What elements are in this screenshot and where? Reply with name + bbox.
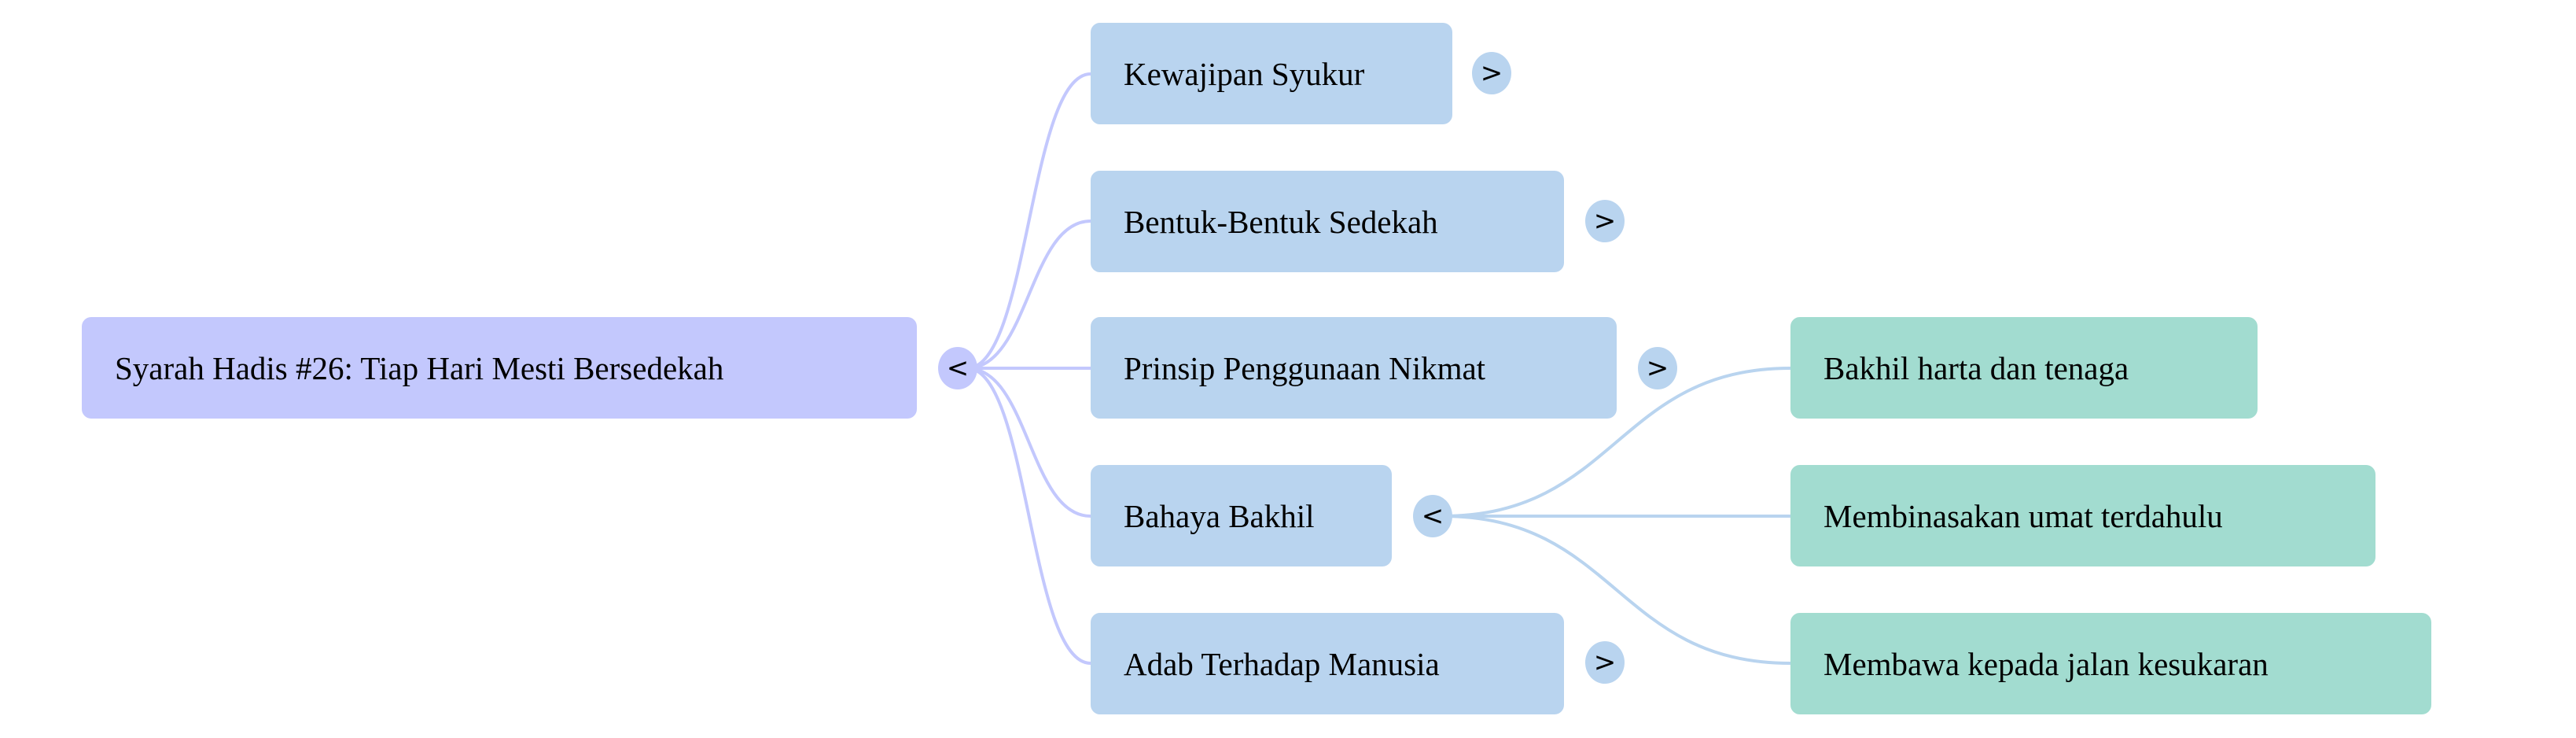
node-label: Bahaya Bakhil xyxy=(1124,497,1315,534)
bahaya-link-0 xyxy=(1441,367,1791,518)
root-collapse-toggle[interactable]: < xyxy=(938,347,977,389)
node-label: Adab Terhadap Manusia xyxy=(1124,645,1440,682)
node-label: Membinasakan umat terdahulu xyxy=(1823,497,2223,534)
root-node-label: Syarah Hadis #26: Tiap Hari Mesti Bersed… xyxy=(115,349,724,386)
node-membawa-kepada-jalan-kesukaran[interactable]: Membawa kepada jalan kesukaran xyxy=(1790,613,2431,714)
node-label: Bakhil harta dan tenaga xyxy=(1823,349,2129,386)
expand-toggle-kewajipan-syukur[interactable]: > xyxy=(1472,52,1511,94)
node-label: Bentuk-Bentuk Sedekah xyxy=(1124,203,1438,240)
node-prinsip-penggunaan-nikmat[interactable]: Prinsip Penggunaan Nikmat xyxy=(1091,317,1617,419)
root-link-3 xyxy=(966,367,1091,518)
node-kewajipan-syukur[interactable]: Kewajipan Syukur xyxy=(1091,23,1452,124)
expand-toggle-adab-terhadap-manusia[interactable]: > xyxy=(1585,641,1625,684)
root-links xyxy=(966,72,1091,665)
node-bakhil-harta-dan-tenaga[interactable]: Bakhil harta dan tenaga xyxy=(1790,317,2258,419)
root-link-0 xyxy=(966,72,1091,370)
collapse-toggle-bahaya-bakhil[interactable]: < xyxy=(1413,495,1452,537)
bahaya-link-2 xyxy=(1441,515,1791,665)
root-link-4 xyxy=(966,367,1091,665)
node-label: Membawa kepada jalan kesukaran xyxy=(1823,645,2269,682)
node-adab-terhadap-manusia[interactable]: Adab Terhadap Manusia xyxy=(1091,613,1564,714)
bahaya-bakhil-links xyxy=(1441,367,1791,665)
expand-toggle-prinsip-penggunaan-nikmat[interactable]: > xyxy=(1638,347,1677,389)
node-label: Kewajipan Syukur xyxy=(1124,55,1365,92)
node-membinasakan-umat-terdahulu[interactable]: Membinasakan umat terdahulu xyxy=(1790,465,2375,566)
node-bahaya-bakhil[interactable]: Bahaya Bakhil xyxy=(1091,465,1392,566)
root-node[interactable]: Syarah Hadis #26: Tiap Hari Mesti Bersed… xyxy=(82,317,917,419)
node-label: Prinsip Penggunaan Nikmat xyxy=(1124,349,1486,386)
expand-toggle-bentuk-bentuk-sedekah[interactable]: > xyxy=(1585,200,1625,242)
node-bentuk-bentuk-sedekah[interactable]: Bentuk-Bentuk Sedekah xyxy=(1091,171,1564,272)
root-link-1 xyxy=(966,220,1091,370)
